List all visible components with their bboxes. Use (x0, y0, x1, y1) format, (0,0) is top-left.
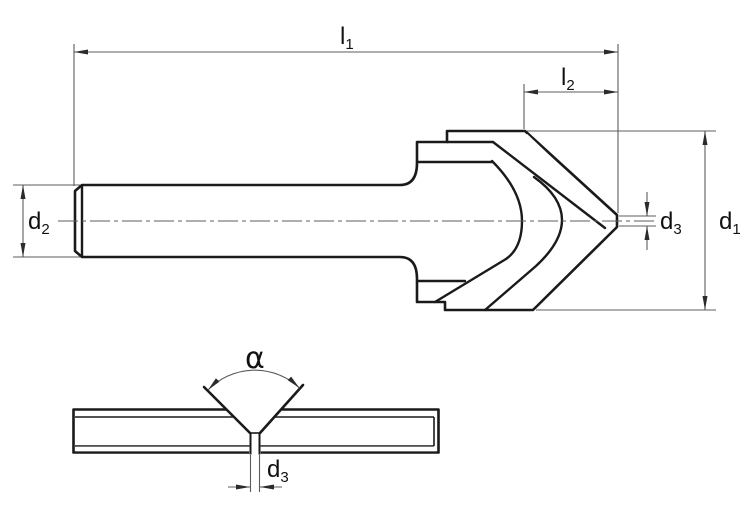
workpiece-view (72, 383, 440, 456)
flute-face-slant (491, 140, 607, 230)
label-d3-workpiece: d3 (267, 456, 289, 486)
label-l2: l2 (561, 64, 575, 94)
cutting-edge-land-bottom (534, 224, 613, 306)
label-d3-tool: d3 (660, 208, 682, 238)
label-l1: l1 (340, 23, 354, 53)
v-groove-right-edge (258, 383, 305, 435)
label-d1: d1 (719, 208, 741, 238)
tool-dimensions: l1 l2 d2 d1 d3 (13, 23, 741, 311)
alpha-angle-arc (207, 369, 300, 391)
tool-body-outline (73, 129, 619, 312)
v-groove-cutout (204, 385, 303, 456)
label-alpha: α (245, 341, 265, 376)
cutting-edge-land-top (526, 134, 614, 218)
v-groove-left-edge (202, 385, 252, 435)
flute-edge-curve-rear (483, 175, 564, 312)
label-d2: d2 (28, 208, 50, 238)
workpiece-dimensions: α d3 (207, 341, 300, 492)
